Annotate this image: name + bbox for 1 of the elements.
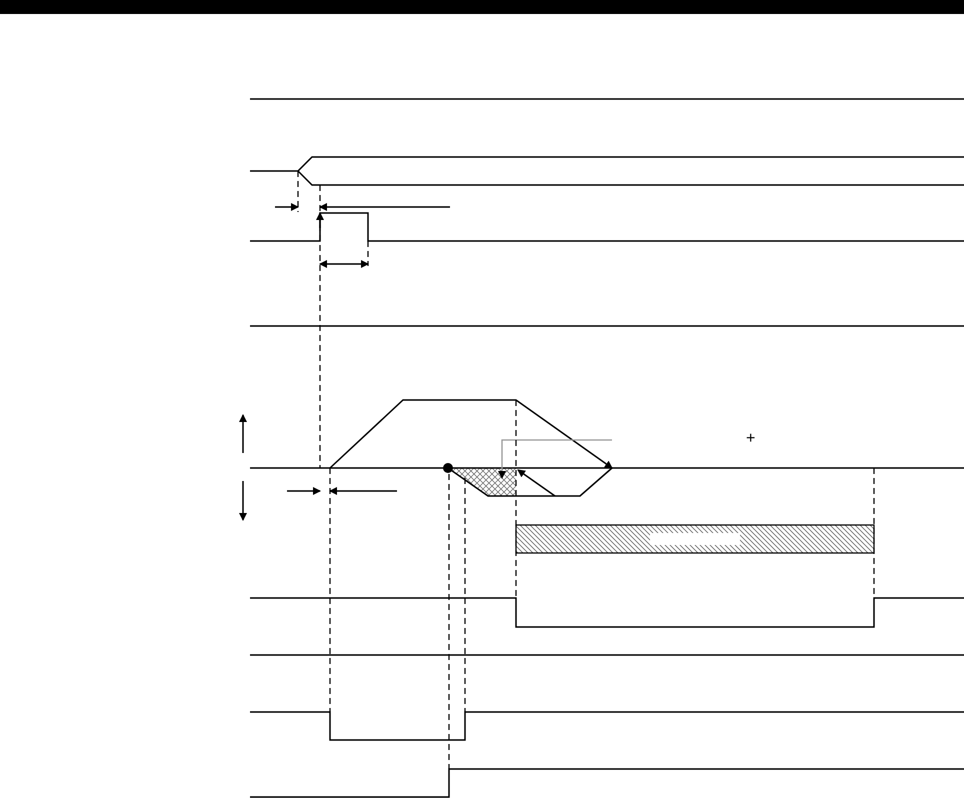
plus-sign: + — [746, 431, 756, 447]
